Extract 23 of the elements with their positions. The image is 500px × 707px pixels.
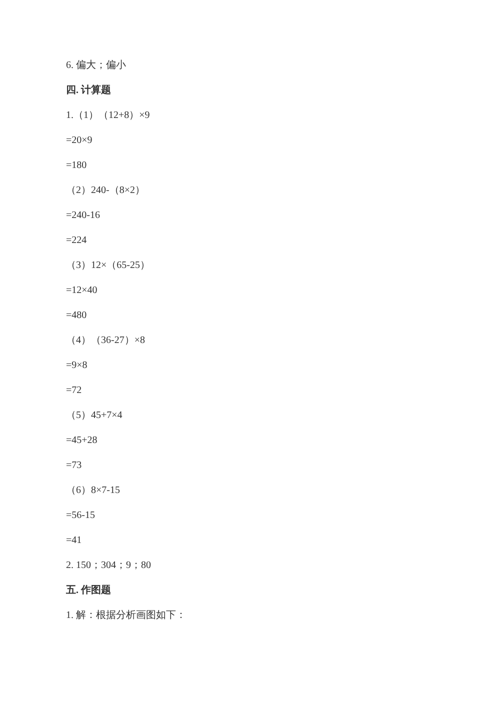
- answer-line: （6）8×7-15: [66, 484, 120, 498]
- answer-line: =240-16: [66, 209, 100, 223]
- answer-line: =224: [66, 234, 87, 248]
- answer-line: =20×9: [66, 134, 92, 148]
- answer-line: 1. 解：根据分析画图如下：: [66, 609, 186, 623]
- answer-line: 6. 偏大；偏小: [66, 59, 126, 73]
- answer-line: =9×8: [66, 359, 88, 373]
- answer-line: （3）12×（65-25）: [66, 259, 150, 273]
- section-heading: 五. 作图题: [66, 584, 111, 598]
- answer-line: =12×40: [66, 284, 98, 298]
- answer-line: =45+28: [66, 434, 98, 448]
- answer-line: 1.（1）（12+8）×9: [66, 109, 150, 123]
- answer-line: =480: [66, 309, 87, 323]
- answer-line: =73: [66, 459, 82, 473]
- answer-line: （4）（36-27）×8: [66, 334, 145, 348]
- answer-line: =41: [66, 534, 82, 548]
- answer-line: （2）240-（8×2）: [66, 184, 145, 198]
- answer-line: 2. 150；304；9；80: [66, 559, 151, 573]
- answer-line: =180: [66, 159, 87, 173]
- answer-line: =56-15: [66, 509, 95, 523]
- section-heading: 四. 计算题: [66, 84, 111, 98]
- answer-line: =72: [66, 384, 82, 398]
- answer-line: （5）45+7×4: [66, 409, 122, 423]
